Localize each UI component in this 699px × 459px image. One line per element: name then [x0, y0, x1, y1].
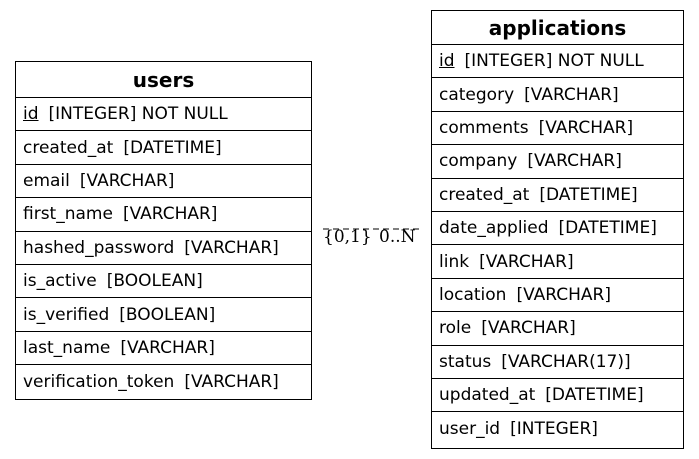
- attribute-name: location: [439, 284, 507, 305]
- attribute-type: [VARCHAR]: [122, 204, 218, 225]
- attribute-type: [VARCHAR]: [524, 84, 619, 105]
- users-attribute-row: is_verified [BOOLEAN]: [16, 298, 311, 332]
- applications-attribute-row: date_applied [DATETIME]: [432, 212, 683, 246]
- attribute-name: last_name: [23, 337, 111, 358]
- attribute-name: id: [439, 51, 455, 72]
- users-attribute-row: email [VARCHAR]: [16, 165, 311, 199]
- attribute-name: hashed_password: [23, 237, 175, 258]
- attribute-name: created_at: [23, 137, 114, 158]
- applications-attribute-row: created_at [DATETIME]: [432, 179, 683, 212]
- users-attribute-list: id [INTEGER] NOT NULL created_at [DATETIME]…: [16, 98, 311, 399]
- applications-attribute-row: user_id [INTEGER]: [432, 412, 683, 445]
- applications-attribute-row: updated_at [DATETIME]: [432, 379, 683, 413]
- attribute-type: [BOOLEAN]: [119, 304, 216, 325]
- attribute-name: first_name: [23, 204, 113, 225]
- users-table: users id [INTEGER] NOT NULL created_at [DAT…: [15, 61, 312, 400]
- attribute-name: date_applied: [439, 218, 549, 239]
- applications-attribute-row: status [VARCHAR(17)]: [432, 346, 683, 379]
- attribute-type: [VARCHAR]: [527, 151, 622, 172]
- attribute-name: category: [439, 84, 515, 105]
- attribute-type: [DATETIME]: [558, 218, 657, 239]
- attribute-name: comments: [439, 117, 529, 138]
- attribute-name: link: [439, 251, 470, 272]
- attribute-type: [VARCHAR]: [79, 170, 175, 191]
- attribute-type: [VARCHAR]: [184, 371, 279, 392]
- cardinality-label-applications: 0..N: [379, 227, 416, 247]
- attribute-type: [VARCHAR]: [120, 337, 215, 358]
- users-attribute-row: created_at [DATETIME]: [16, 131, 311, 165]
- users-table-title: users: [16, 62, 311, 98]
- attribute-type: [VARCHAR]: [538, 117, 634, 138]
- attribute-type: [VARCHAR]: [481, 318, 576, 339]
- users-attribute-row: hashed_password [VARCHAR]: [16, 232, 311, 265]
- applications-attribute-row: category [VARCHAR]: [432, 78, 683, 112]
- users-attribute-row: last_name [VARCHAR]: [16, 332, 311, 366]
- attribute-type: [VARCHAR]: [516, 284, 611, 305]
- attribute-type: [DATETIME]: [539, 184, 638, 205]
- attribute-type: [VARCHAR]: [184, 237, 279, 258]
- attribute-name: verification_token: [23, 371, 175, 392]
- applications-attribute-row: id [INTEGER] NOT NULL: [432, 45, 683, 79]
- applications-attribute-row: role [VARCHAR]: [432, 312, 683, 346]
- users-attribute-row: id [INTEGER] NOT NULL: [16, 98, 311, 132]
- users-attribute-row: first_name [VARCHAR]: [16, 198, 311, 232]
- attribute-type: [VARCHAR(17)]: [501, 351, 631, 372]
- attribute-name: created_at: [439, 184, 530, 205]
- cardinality-label-users: {0,1}: [323, 227, 372, 247]
- attribute-type: [INTEGER]: [510, 418, 598, 439]
- attribute-name: is_active: [23, 271, 97, 292]
- users-attribute-row: verification_token [VARCHAR]: [16, 365, 311, 398]
- applications-table: applications id [INTEGER] NOT NULL categor…: [431, 10, 684, 449]
- attribute-type: [DATETIME]: [545, 385, 644, 406]
- attribute-name: id: [23, 104, 39, 125]
- attribute-name: updated_at: [439, 385, 536, 406]
- applications-attribute-row: location [VARCHAR]: [432, 279, 683, 313]
- attribute-type: [INTEGER] NOT NULL: [48, 104, 228, 125]
- applications-attribute-row: company [VARCHAR]: [432, 145, 683, 179]
- applications-attribute-row: link [VARCHAR]: [432, 245, 683, 279]
- attribute-name: user_id: [439, 418, 501, 439]
- attribute-name: company: [439, 151, 518, 172]
- attribute-type: [INTEGER] NOT NULL: [464, 51, 644, 72]
- attribute-name: status: [439, 351, 492, 372]
- applications-attribute-row: comments [VARCHAR]: [432, 112, 683, 146]
- attribute-name: email: [23, 170, 70, 191]
- attribute-name: is_verified: [23, 304, 110, 325]
- users-attribute-row: is_active [BOOLEAN]: [16, 265, 311, 299]
- attribute-name: role: [439, 318, 472, 339]
- attribute-type: [BOOLEAN]: [106, 271, 203, 292]
- attribute-type: [VARCHAR]: [479, 251, 574, 272]
- attribute-type: [DATETIME]: [123, 137, 222, 158]
- applications-table-title: applications: [432, 11, 683, 45]
